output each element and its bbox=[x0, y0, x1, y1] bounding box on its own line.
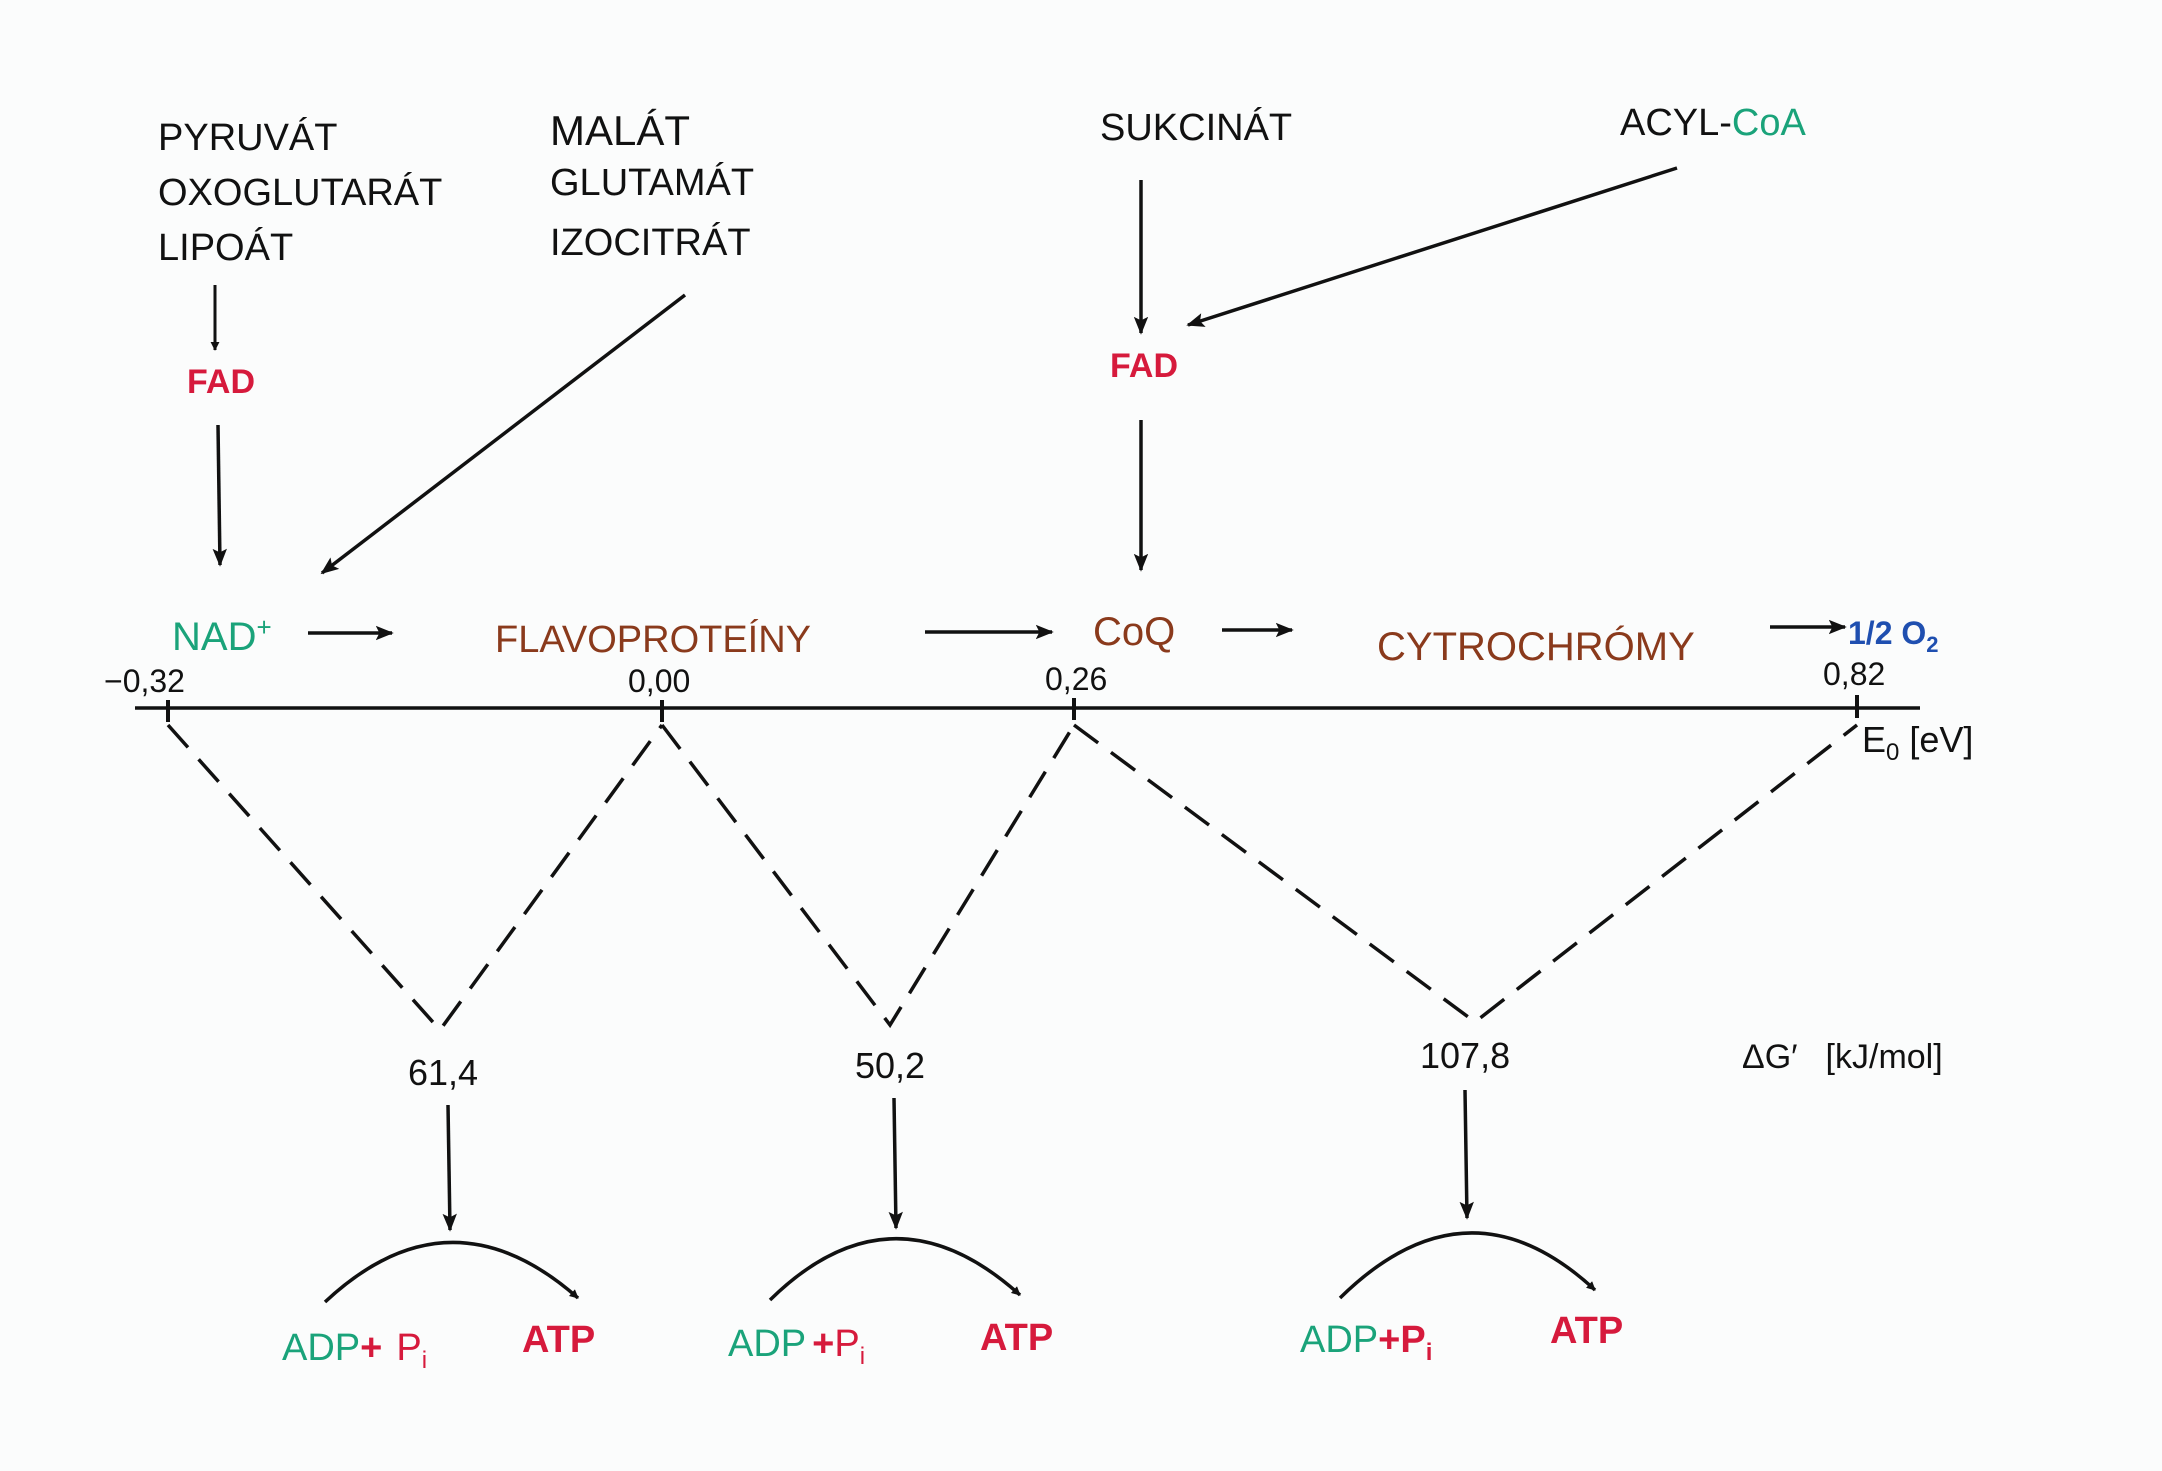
atp-1: ATP bbox=[522, 1319, 595, 1361]
atp-3: ATP bbox=[1550, 1310, 1623, 1352]
adp-pi-1: ADP+ Pi bbox=[282, 1327, 427, 1374]
oxygen-subscript: 2 bbox=[1926, 632, 1938, 657]
adp-pi-2: ADP+Pi bbox=[728, 1323, 865, 1370]
substrate-izocitrat: IZOCITRÁT bbox=[550, 221, 751, 264]
p-sub-3: i bbox=[1426, 1339, 1433, 1366]
adp-text-3: ADP bbox=[1300, 1319, 1378, 1361]
adp-text-1: ADP bbox=[282, 1327, 360, 1369]
energy-value-1: 61,4 bbox=[408, 1052, 478, 1093]
adp-text-2: ADP bbox=[728, 1323, 806, 1365]
plus-3: + bbox=[1378, 1319, 1400, 1361]
nad-superscript: + bbox=[256, 612, 271, 642]
cytochromes-label: CYTROCHRÓMY bbox=[1377, 624, 1695, 669]
arrow-acyl-coa-to-fad bbox=[1186, 166, 1678, 327]
substrate-acyl-coa: ACYL-CoA bbox=[1620, 102, 1806, 144]
nad-label: NAD+ bbox=[172, 612, 272, 659]
axis-unit-label: E0 [eV] bbox=[1862, 719, 1973, 766]
phosphorylation-arc-1 bbox=[323, 1240, 580, 1304]
delta-g-label: ΔG′ [kJ/mol] bbox=[1742, 1038, 1943, 1076]
energy-value-2: 50,2 bbox=[855, 1045, 925, 1086]
arrow-energy-1-to-atp bbox=[442, 1104, 457, 1232]
phosphorylation-arc-2 bbox=[768, 1237, 1022, 1302]
adp-pi-3: ADP+Pi bbox=[1300, 1319, 1432, 1366]
p-sub-2: i bbox=[860, 1343, 865, 1370]
coq-label: CoQ bbox=[1093, 610, 1175, 654]
plus-2: + bbox=[812, 1323, 834, 1365]
tick-label-flavoproteins: 0,00 bbox=[628, 663, 690, 699]
coa-label: CoA bbox=[1732, 102, 1807, 144]
arrow-energy-3-to-atp bbox=[1459, 1089, 1474, 1220]
delta-g-unit: [kJ/mol] bbox=[1826, 1038, 1943, 1076]
energy-drop-2 bbox=[660, 723, 1076, 1029]
phosphorylation-arc-3 bbox=[1338, 1231, 1597, 1300]
atp-2: ATP bbox=[980, 1317, 1053, 1359]
flavoproteins-label: FLAVOPROTEÍNY bbox=[495, 618, 811, 661]
acyl-prefix: ACYL- bbox=[1620, 102, 1732, 144]
p-text-1: P bbox=[396, 1327, 421, 1369]
axis-e-subscript: 0 bbox=[1886, 739, 1899, 766]
substrate-pyruvat: PYRUVÁT bbox=[158, 116, 337, 159]
nad-text: NAD bbox=[172, 615, 256, 659]
oxygen-label: 1/2 O2 bbox=[1848, 615, 1939, 657]
substrate-glutamat: GLUTAMÁT bbox=[550, 161, 754, 204]
oxygen-text: 1/2 O bbox=[1848, 615, 1926, 651]
arrow-malat-to-nad bbox=[320, 293, 687, 575]
energy-drop-1 bbox=[166, 723, 664, 1033]
substrate-malat: MALÁT bbox=[550, 107, 690, 154]
p-sub-1: i bbox=[422, 1347, 427, 1374]
plus-1: + bbox=[360, 1327, 382, 1369]
tick-label-oxygen: 0,82 bbox=[1823, 656, 1885, 692]
energy-drop-3 bbox=[1072, 723, 1859, 1025]
arrow-energy-2-to-atp bbox=[888, 1097, 903, 1230]
substrate-lipoat: LIPOÁT bbox=[158, 226, 293, 269]
fad-left-label: FAD bbox=[187, 363, 255, 401]
p-text-3: P bbox=[1400, 1319, 1425, 1361]
tick-label-coq: 0,26 bbox=[1045, 661, 1107, 697]
tick-label-nad: −0,32 bbox=[104, 663, 185, 699]
substrate-oxoglutarat: OXOGLUTARÁT bbox=[158, 171, 442, 214]
energy-value-3: 107,8 bbox=[1420, 1035, 1510, 1076]
p-text-2: P bbox=[834, 1323, 859, 1365]
fad-right-label: FAD bbox=[1110, 347, 1178, 385]
axis-e-symbol: E bbox=[1862, 719, 1886, 760]
axis-unit: [eV] bbox=[1899, 719, 1973, 760]
substrate-sukcinat: SUKCINÁT bbox=[1100, 106, 1292, 149]
delta-g-symbol: ΔG′ bbox=[1742, 1038, 1798, 1076]
arrow-fad-to-nad bbox=[212, 424, 227, 567]
